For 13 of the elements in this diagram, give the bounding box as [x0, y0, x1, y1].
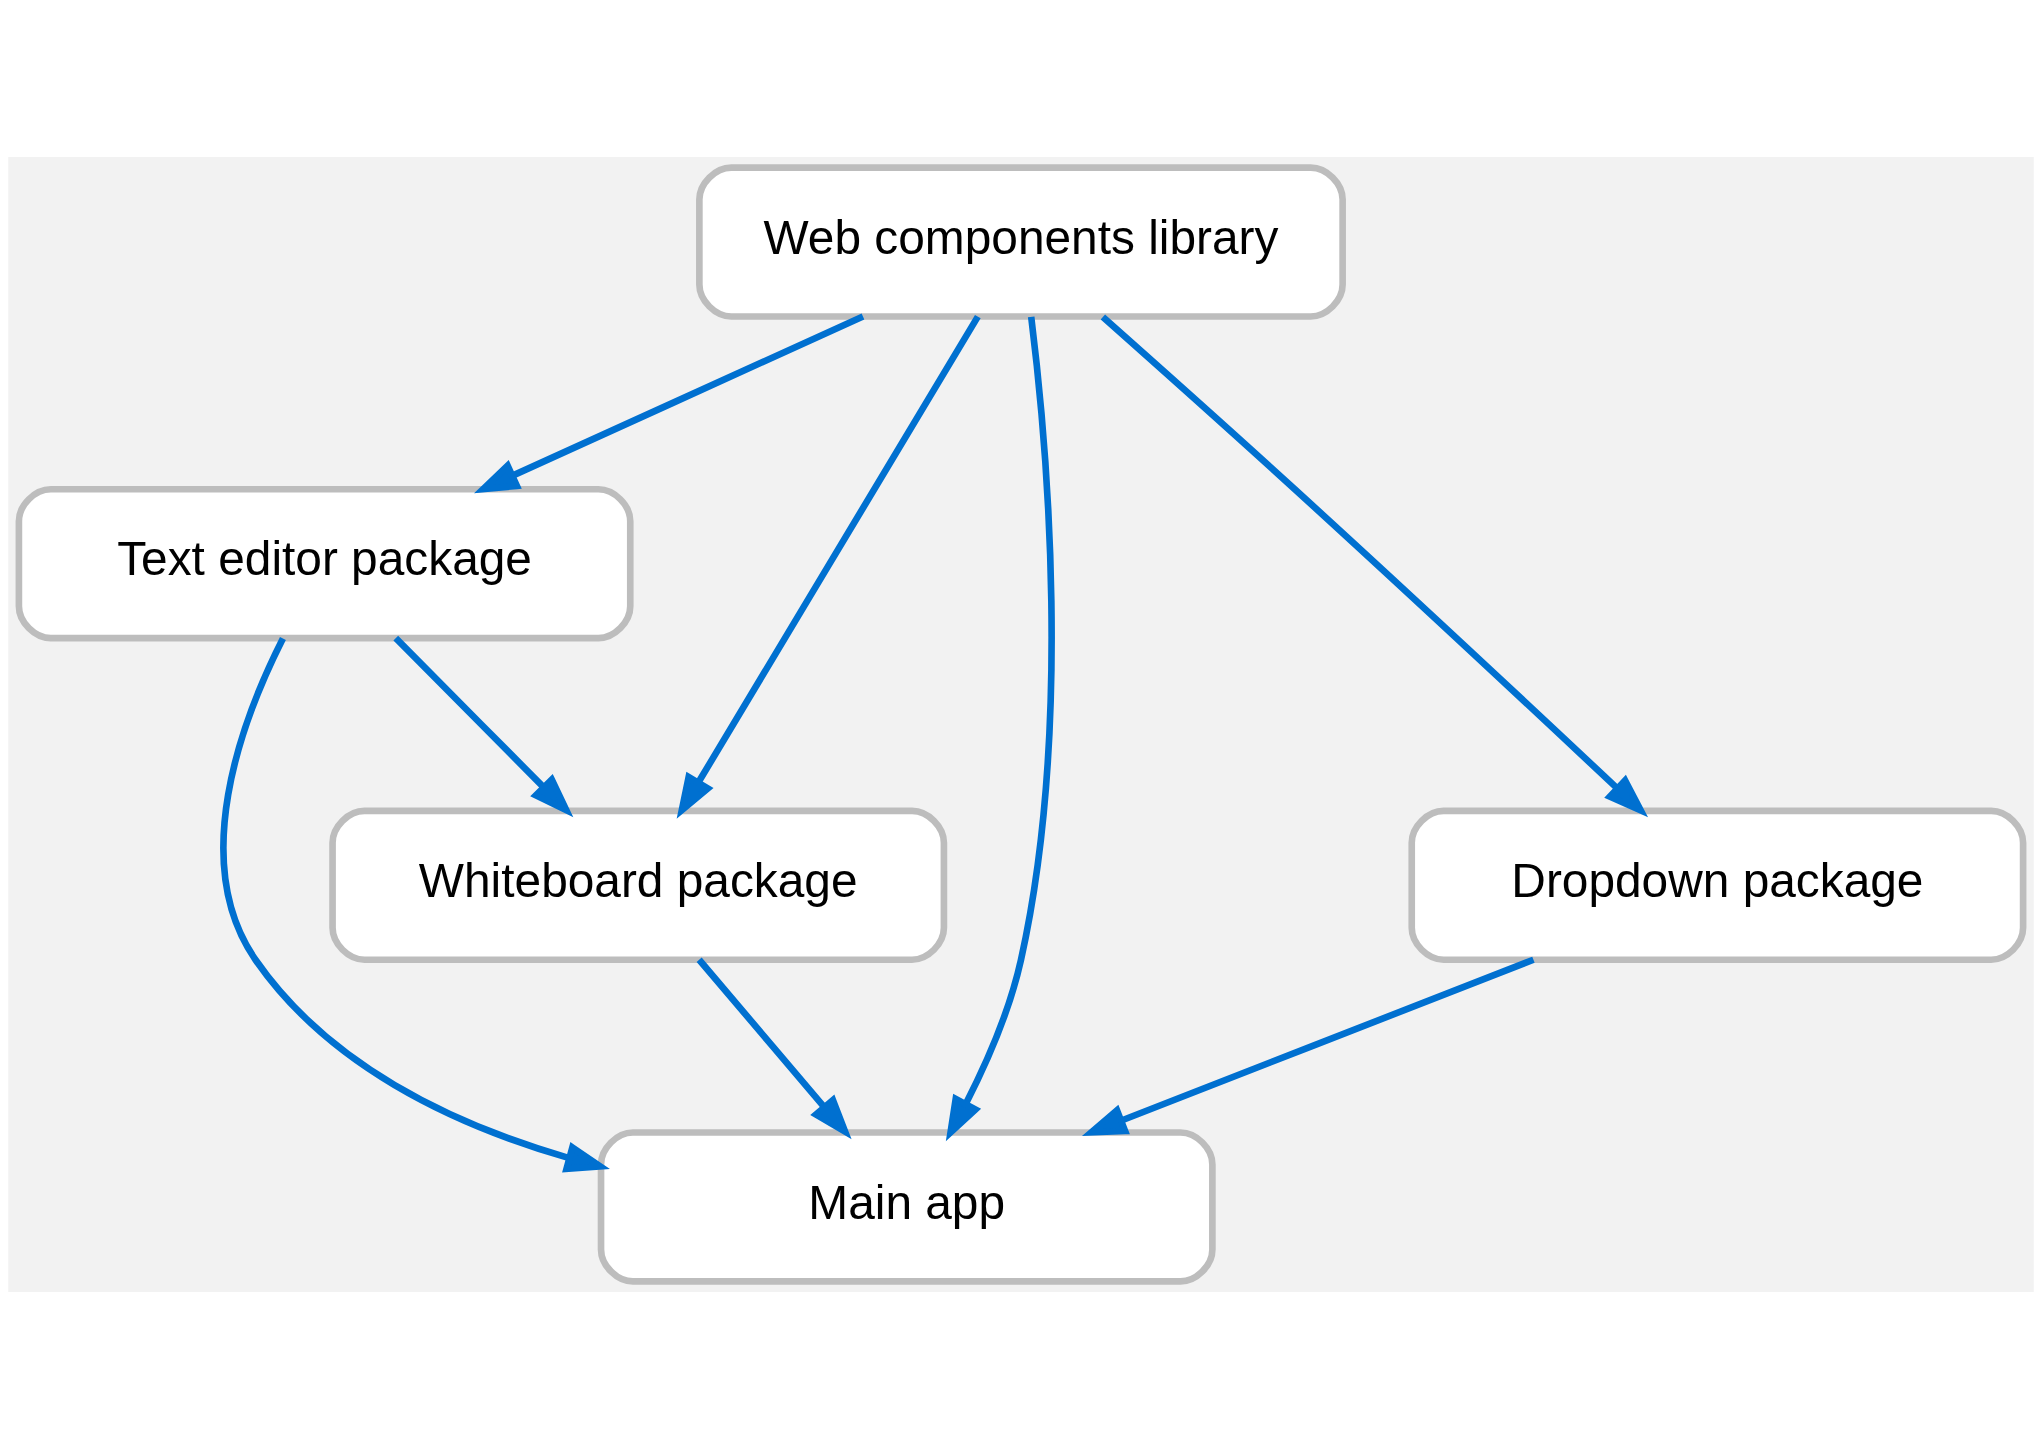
node-box: Web components library: [696, 163, 1346, 320]
arrow: [696, 957, 852, 1139]
arrow: [474, 312, 865, 493]
node-box: Dropdown package: [1408, 807, 2027, 963]
arrow: [220, 636, 610, 1173]
arrow: [945, 316, 1055, 1141]
arrow: [393, 635, 574, 817]
node-box: Main app: [597, 1128, 1216, 1285]
arrow: [676, 314, 981, 819]
node-box: Text editor package: [15, 485, 634, 641]
node-box: Whiteboard package: [329, 807, 948, 963]
arrow: [1081, 956, 1535, 1136]
arrow: [1100, 314, 1649, 817]
